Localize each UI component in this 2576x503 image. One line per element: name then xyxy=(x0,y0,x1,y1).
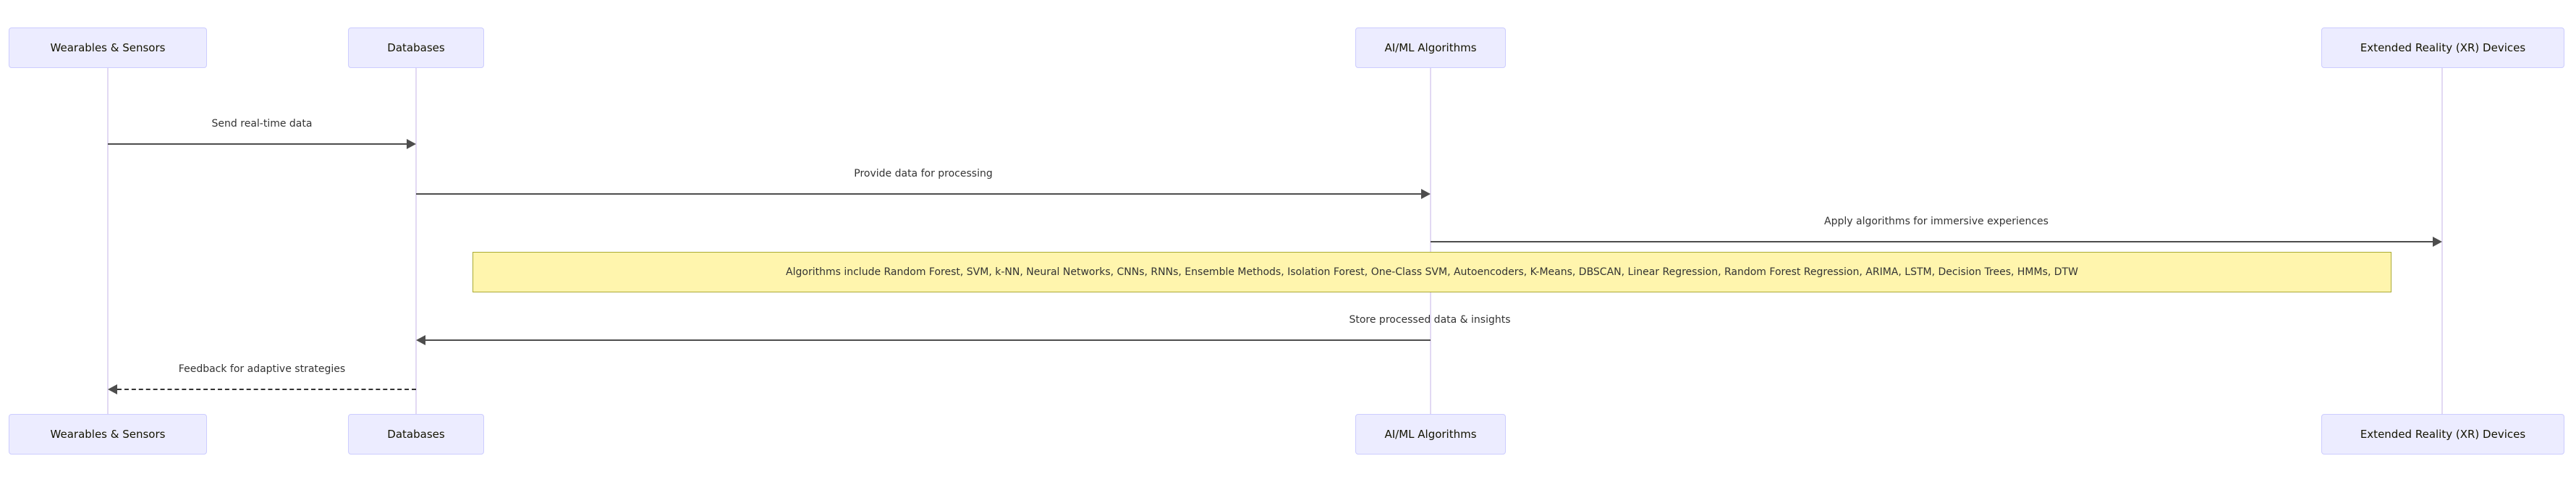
lifeline-wearables xyxy=(107,68,109,414)
participant-aiml-top[interactable]: AI/ML Algorithms xyxy=(1355,28,1506,68)
message-line-feedback-adaptive-strategies xyxy=(117,389,416,390)
message-label-provide-data-for-processing: Provide data for processing xyxy=(854,168,993,179)
message-label-feedback-adaptive-strategies: Feedback for adaptive strategies xyxy=(178,363,346,375)
message-label-apply-algorithms: Apply algorithms for immersive experienc… xyxy=(1824,216,2048,227)
participant-wearables-top[interactable]: Wearables & Sensors xyxy=(9,28,207,68)
participant-label: Wearables & Sensors xyxy=(50,427,166,441)
participant-label: Databases xyxy=(387,41,445,54)
message-line-provide-data-for-processing xyxy=(416,193,1421,195)
note-algorithms: Algorithms include Random Forest, SVM, k… xyxy=(473,252,2391,292)
message-label-send-real-time-data: Send real-time data xyxy=(211,118,313,130)
arrowhead-right-apply-algorithms xyxy=(2433,237,2442,247)
participant-databases-top[interactable]: Databases xyxy=(348,28,484,68)
participant-label: Wearables & Sensors xyxy=(50,41,166,54)
participant-label: Extended Reality (XR) Devices xyxy=(2360,427,2526,441)
arrowhead-right-provide-data-for-processing xyxy=(1421,189,1431,199)
arrowhead-right-send-real-time-data xyxy=(407,139,416,149)
lifeline-xr xyxy=(2441,68,2443,414)
participant-aiml-bottom[interactable]: AI/ML Algorithms xyxy=(1355,414,1506,455)
note-text: Algorithms include Random Forest, SVM, k… xyxy=(786,266,2078,278)
participant-xr-top[interactable]: Extended Reality (XR) Devices xyxy=(2321,28,2564,68)
participant-label: Databases xyxy=(387,427,445,441)
participant-wearables-bottom[interactable]: Wearables & Sensors xyxy=(9,414,207,455)
message-line-store-processed-data xyxy=(425,339,1431,341)
participant-label: AI/ML Algorithms xyxy=(1384,41,1477,54)
participant-databases-bottom[interactable]: Databases xyxy=(348,414,484,455)
participant-label: Extended Reality (XR) Devices xyxy=(2360,41,2526,54)
message-line-send-real-time-data xyxy=(108,143,407,145)
participant-xr-bottom[interactable]: Extended Reality (XR) Devices xyxy=(2321,414,2564,455)
message-label-store-processed-data: Store processed data & insights xyxy=(1349,314,1511,326)
message-line-apply-algorithms xyxy=(1431,241,2433,242)
participant-label: AI/ML Algorithms xyxy=(1384,427,1477,441)
arrowhead-left-feedback-adaptive-strategies xyxy=(108,384,117,394)
lifeline-databases xyxy=(415,68,417,414)
arrowhead-left-store-processed-data xyxy=(416,335,425,345)
